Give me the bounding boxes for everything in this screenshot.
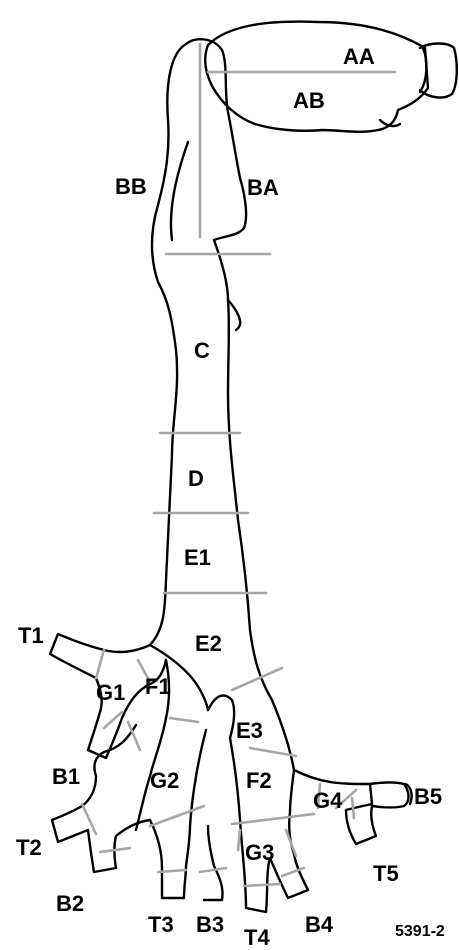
label-bb: BB xyxy=(115,174,147,199)
label-f1: F1 xyxy=(145,674,171,699)
label-t4: T4 xyxy=(244,925,270,950)
label-t2: T2 xyxy=(16,835,42,860)
label-g2: G2 xyxy=(150,768,179,793)
label-g3: G3 xyxy=(245,840,274,865)
label-b1: B1 xyxy=(52,764,80,789)
label-e1: E1 xyxy=(184,545,211,570)
figure-code: 5391-2 xyxy=(395,923,445,940)
label-f2: F2 xyxy=(246,768,272,793)
label-t3: T3 xyxy=(148,912,174,937)
label-t1: T1 xyxy=(18,623,44,648)
label-g4: G4 xyxy=(313,788,343,813)
label-e3: E3 xyxy=(236,718,263,743)
label-t5: T5 xyxy=(373,861,399,886)
trunk-outline xyxy=(150,39,272,700)
label-c: C xyxy=(194,338,210,363)
label-g1: G1 xyxy=(96,680,125,705)
label-b5: B5 xyxy=(414,784,442,809)
label-d: D xyxy=(188,466,204,491)
label-e2: E2 xyxy=(195,631,222,656)
label-b2: B2 xyxy=(56,891,84,916)
label-ba: BA xyxy=(247,175,279,200)
label-b4: B4 xyxy=(305,912,334,937)
label-aa: AA xyxy=(343,44,375,69)
label-b3: B3 xyxy=(196,912,224,937)
label-ab: AB xyxy=(293,88,325,113)
top-lobe-outline xyxy=(205,22,457,132)
tip-labels: T1 B1 T2 B2 T3 B3 T4 B4 T5 B5 xyxy=(16,623,442,950)
